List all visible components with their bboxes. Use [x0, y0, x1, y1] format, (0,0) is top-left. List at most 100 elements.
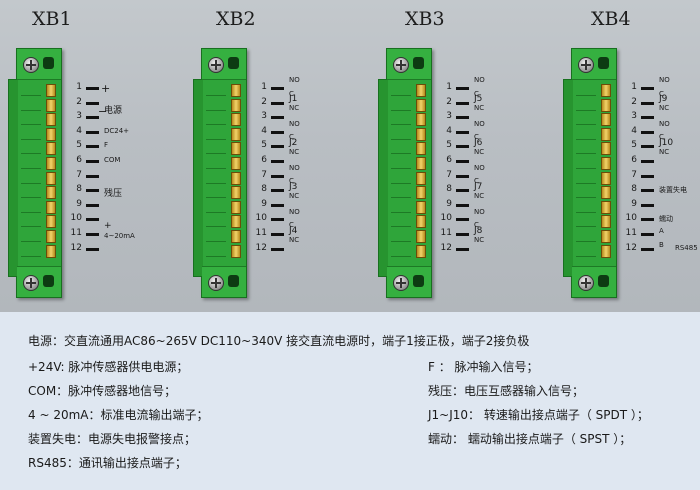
- terminal-lead: [271, 218, 284, 222]
- signal-label: J7: [474, 181, 483, 192]
- legend-text: 残压：电压互感器输入信号；: [428, 384, 585, 398]
- terminal-lead: [456, 218, 469, 222]
- terminal-ridge: [21, 226, 41, 228]
- terminal-lead: [641, 160, 654, 163]
- terminal-pin: [416, 215, 426, 229]
- terminal-pin: [231, 157, 241, 170]
- signal-label: 装置失电: [659, 186, 687, 195]
- terminal-pin: [601, 98, 611, 112]
- terminal-pin: [46, 200, 56, 214]
- terminal-number: 1: [261, 82, 267, 92]
- terminal-ridge: [576, 95, 596, 96]
- terminal-number: 4: [261, 125, 267, 136]
- terminal-pin: [46, 113, 56, 127]
- terminal-lead: [271, 101, 284, 105]
- terminal-lead: [641, 247, 654, 251]
- terminal-lead: [271, 116, 284, 120]
- signal-label: C: [659, 133, 664, 142]
- terminal-lead: [86, 160, 99, 163]
- terminal-pin: [46, 142, 56, 156]
- screw-icon: [208, 57, 224, 73]
- signal-label: J10: [659, 137, 674, 148]
- terminal-lead: [86, 189, 99, 193]
- terminal-ridge: [576, 255, 596, 257]
- signal-label: RS485: [675, 243, 698, 252]
- signal-label: C: [474, 133, 479, 142]
- terminal-number: 10: [70, 213, 82, 224]
- terminal-pin: [601, 230, 611, 243]
- mount-hole: [598, 275, 609, 287]
- terminal-lead: [86, 145, 99, 149]
- mounting-ear-top: [17, 49, 61, 80]
- terminal-number: 10: [440, 213, 452, 224]
- terminal-number: 12: [625, 242, 637, 253]
- terminal-lead: [86, 218, 99, 222]
- mounting-ear-top: [572, 49, 616, 80]
- signal-label: NC: [474, 191, 485, 200]
- signal-label: NO: [659, 120, 670, 129]
- terminal-ridge: [576, 168, 596, 169]
- terminal-ridge: [21, 124, 41, 126]
- terminal-ridge: [206, 109, 226, 111]
- terminal-ridge: [206, 153, 226, 155]
- terminal-ridge: [576, 211, 596, 213]
- connector-edge: [378, 79, 388, 277]
- terminal-lead: [641, 203, 654, 207]
- signal-label: C: [289, 177, 294, 186]
- terminal-number: 2: [446, 96, 452, 107]
- signal-label: C: [289, 220, 294, 229]
- terminal-pin: [416, 98, 426, 112]
- terminal-lead: [271, 233, 284, 236]
- terminal-pin: [46, 98, 56, 112]
- terminal-pin: [231, 171, 241, 185]
- terminal-pin: [601, 127, 611, 141]
- mounting-ear-bottom: [202, 266, 246, 297]
- terminal-lead: [86, 233, 99, 236]
- terminal-ridge: [206, 226, 226, 228]
- terminal-number: 9: [631, 198, 637, 209]
- terminal-ridge: [206, 124, 226, 126]
- terminal-ridge: [21, 197, 41, 199]
- terminal-lead: [271, 87, 284, 90]
- terminal-number: 3: [76, 111, 82, 122]
- block-title: XB2: [216, 8, 256, 30]
- terminal-pin: [46, 186, 56, 200]
- mount-hole: [43, 275, 54, 287]
- terminal-pin: [416, 84, 426, 97]
- terminal-number: 1: [76, 82, 82, 92]
- terminal-number: 9: [261, 198, 267, 209]
- signal-label: DC24+: [104, 126, 130, 135]
- terminal-ridge: [21, 109, 41, 111]
- legend-text: F ： 脉冲输入信号；: [428, 360, 539, 374]
- terminal-number: 3: [446, 111, 452, 122]
- signal-label: NO: [289, 207, 300, 216]
- terminal-number: 5: [261, 140, 267, 151]
- terminal-pin: [416, 113, 426, 127]
- mounting-ear-bottom: [17, 266, 61, 297]
- screw-icon: [578, 57, 594, 73]
- signal-label: NC: [474, 235, 485, 244]
- terminal-pin: [601, 157, 611, 170]
- terminal-ridge: [391, 182, 411, 184]
- terminal-number: 7: [76, 169, 82, 180]
- terminal-pin: [46, 157, 56, 170]
- terminal-ridge: [206, 138, 226, 140]
- signal-label: C: [289, 133, 294, 142]
- legend-text: 4 ~ 20mA：标准电流输出端子；: [28, 408, 209, 422]
- terminal-pin: [231, 215, 241, 229]
- signal-label: +: [101, 81, 111, 95]
- terminal-number: 8: [76, 184, 82, 195]
- terminal-lead: [86, 174, 99, 178]
- signal-label: J6: [474, 137, 483, 148]
- terminal-pin: [416, 171, 426, 185]
- terminal-ridge: [206, 168, 226, 169]
- terminal-ridge: [391, 168, 411, 169]
- terminal-lead: [271, 189, 284, 193]
- terminal-lead: [456, 145, 469, 149]
- terminal-ridge: [206, 197, 226, 199]
- terminal-number: 3: [261, 111, 267, 122]
- terminal-pin: [231, 200, 241, 214]
- terminal-pin: [416, 200, 426, 214]
- terminal-ridge: [576, 124, 596, 126]
- terminal-ridge: [391, 95, 411, 96]
